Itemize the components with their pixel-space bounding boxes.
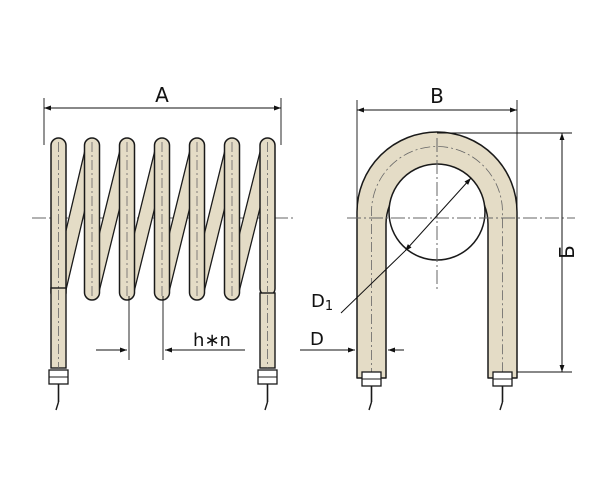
front-view-coil: A h∗n [32, 83, 296, 411]
left-pin-tip [55, 401, 60, 411]
dim-D1-leader [340, 250, 406, 314]
dim-D1-line [404, 177, 472, 252]
side-view-loop: B Б D1 D [300, 84, 579, 411]
right-pin-tip [264, 401, 269, 411]
label-height: Б [555, 245, 579, 259]
coil-loops [50, 137, 276, 301]
label-pitch: h∗n [193, 330, 231, 351]
side-left-pin-tip [368, 401, 373, 411]
side-right-pin-tip [499, 401, 504, 411]
label-D: D [310, 329, 324, 350]
side-tube-centerline [371, 146, 503, 378]
label-A: A [155, 83, 169, 107]
label-B: B [430, 84, 444, 108]
label-D1: D1 [311, 291, 333, 314]
